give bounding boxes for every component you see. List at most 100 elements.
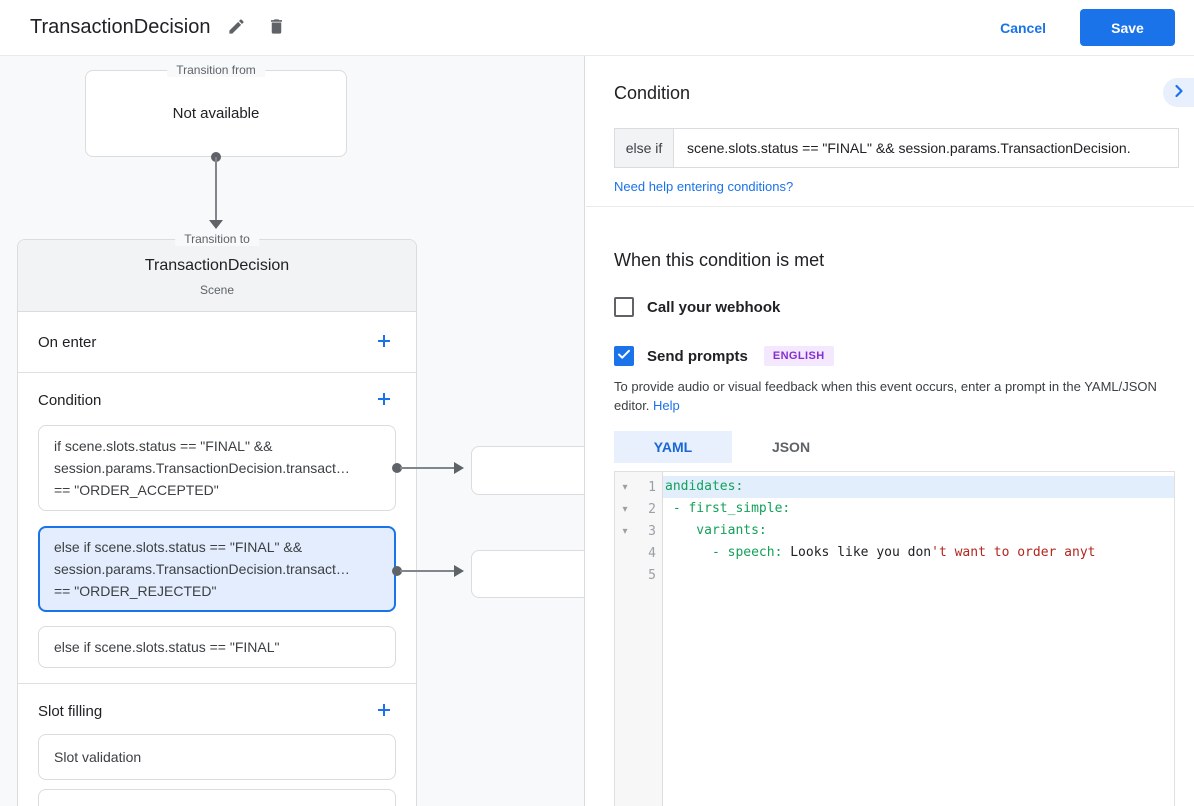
delete-scene-button[interactable] (262, 14, 290, 42)
code-text[interactable]: - speech: Looks like you don't want to o… (663, 542, 1174, 564)
condition-panel-title: Condition (614, 83, 691, 103)
cancel-button[interactable]: Cancel (1000, 19, 1046, 36)
checkmark-icon (617, 347, 631, 366)
condition-text: else if scene.slots.status == "FINAL" && (54, 539, 303, 555)
transition-from-value: Not available (172, 105, 260, 122)
send-prompts-row: Send prompts ENGLISH (614, 346, 834, 366)
code-line: ▾1 andidates: (615, 476, 1174, 498)
condition-section-label: Condition (38, 391, 102, 409)
condition-text: == "ORDER_REJECTED" (54, 583, 217, 599)
send-prompts-label: Send prompts (647, 347, 748, 365)
condition-text: == "ORDER_ACCEPTED" (54, 482, 219, 498)
condition-prefix-label: else if (614, 128, 673, 168)
yaml-key: - speech: (665, 545, 791, 560)
yaml-key: andidates: (665, 479, 744, 494)
yaml-code-editor[interactable]: ▾1 andidates: ▾ 2 - first_simple: ▾ 3 vari… (614, 471, 1175, 806)
scene-card: Transition to TransactionDecision Scene … (17, 232, 417, 806)
connector-line (400, 570, 455, 572)
code-text[interactable]: - first_simple: (663, 498, 1174, 520)
editor-tabs: YAML JSON (614, 431, 850, 463)
edit-title-button[interactable] (222, 14, 250, 42)
add-condition-button[interactable] (372, 388, 396, 412)
collapse-panel-button[interactable] (1163, 78, 1194, 107)
arrow-right-icon (454, 462, 464, 474)
line-number: 4 (648, 545, 656, 561)
line-number: 5 (648, 567, 656, 583)
code-text[interactable]: andidates: (663, 476, 1174, 498)
scene-type-label: Scene (199, 283, 235, 297)
add-slot-button[interactable] (372, 699, 396, 723)
save-button[interactable]: Save (1080, 9, 1175, 46)
on-enter-label: On enter (38, 333, 97, 351)
webhook-label: Call your webhook (647, 298, 781, 316)
prompt-help-body: To provide audio or visual feedback when… (614, 379, 1157, 413)
condition-card-final[interactable]: else if scene.slots.status == "FINAL" (38, 626, 396, 668)
add-on-enter-button[interactable] (372, 330, 396, 354)
line-number: 3 (648, 523, 656, 539)
trash-icon (267, 17, 286, 39)
when-condition-title: When this condition is met (614, 250, 825, 270)
fold-arrow-icon[interactable]: ▾ (622, 525, 628, 537)
language-badge: ENGLISH (763, 346, 834, 366)
fold-arrow-icon[interactable]: ▾ (622, 503, 628, 515)
plus-icon (376, 702, 392, 721)
plus-icon (376, 333, 392, 352)
code-line: ▾ 2 - first_simple: (615, 498, 1174, 520)
tab-yaml[interactable]: YAML (614, 431, 732, 463)
condition-text: session.params.TransactionDecision.trans… (54, 460, 350, 476)
partially-visible-card[interactable] (38, 789, 396, 806)
fold-arrow-icon[interactable]: ▾ (622, 481, 628, 493)
condition-card-rejected-selected[interactable]: else if scene.slots.status == "FINAL" &&… (38, 526, 396, 612)
tab-json[interactable]: JSON (771, 439, 811, 455)
slot-validation-card[interactable]: Slot validation (38, 734, 396, 780)
section-divider (586, 206, 1194, 207)
condition-text: if scene.slots.status == "FINAL" && (54, 438, 273, 454)
condition-expression-input[interactable] (673, 128, 1179, 168)
webhook-row: Call your webhook (614, 297, 780, 317)
scene-card-header: TransactionDecision Scene (18, 240, 416, 312)
transition-to-legend: Transition to (175, 232, 259, 246)
line-number: 2 (648, 501, 656, 517)
connector-dot (392, 566, 402, 576)
scene-canvas: Transition from Not available Transition… (0, 56, 585, 806)
transition-target-box[interactable] (471, 446, 584, 495)
plus-icon (376, 391, 392, 410)
yaml-value: Looks like you don (790, 545, 932, 560)
connector-dot (392, 463, 402, 473)
chevron-right-icon (1172, 84, 1186, 101)
transition-from-legend: Transition from (167, 63, 265, 77)
scene-name: TransactionDecision (144, 257, 290, 274)
condition-card-accepted[interactable]: if scene.slots.status == "FINAL" && sess… (38, 425, 396, 511)
webhook-checkbox[interactable] (614, 297, 634, 317)
code-line: 4 - speech: Looks like you don't want to… (615, 542, 1174, 564)
slot-filling-label: Slot filling (38, 702, 103, 720)
condition-section: Condition if scene.slots.status == "FINA… (18, 373, 416, 684)
send-prompts-checkbox[interactable] (614, 346, 634, 366)
yaml-key: - first_simple: (665, 501, 791, 516)
prompt-help-text: To provide audio or visual feedback when… (614, 377, 1166, 415)
code-text[interactable]: variants: (663, 520, 1174, 542)
condition-detail-panel: Condition else if Need help entering con… (586, 56, 1194, 806)
condition-text: else if scene.slots.status == "FINAL" (54, 639, 280, 655)
transition-target-box[interactable] (471, 550, 584, 598)
code-text[interactable] (663, 564, 1174, 586)
condition-input-row: else if (614, 128, 1179, 168)
code-line: 5 (615, 564, 1174, 586)
arrow-right-icon (454, 565, 464, 577)
condition-text: session.params.TransactionDecision.trans… (54, 561, 350, 577)
conditions-help-link[interactable]: Need help entering conditions? (614, 179, 794, 194)
prompt-help-link[interactable]: Help (653, 398, 680, 413)
connector-line (215, 157, 217, 220)
arrow-down-icon (209, 220, 223, 229)
connector-line (400, 467, 455, 469)
code-line: ▾ 3 variants: (615, 520, 1174, 542)
editor-gutter (615, 472, 663, 806)
pencil-icon (227, 17, 246, 39)
yaml-string: 't want to order anyt (931, 545, 1096, 560)
on-enter-row: On enter (18, 312, 416, 373)
yaml-key: variants: (665, 523, 767, 538)
slot-filling-section: Slot filling Slot validation (18, 684, 416, 806)
top-bar: TransactionDecision Cancel Save (0, 0, 1194, 56)
transition-from-box[interactable]: Transition from Not available (85, 63, 347, 157)
